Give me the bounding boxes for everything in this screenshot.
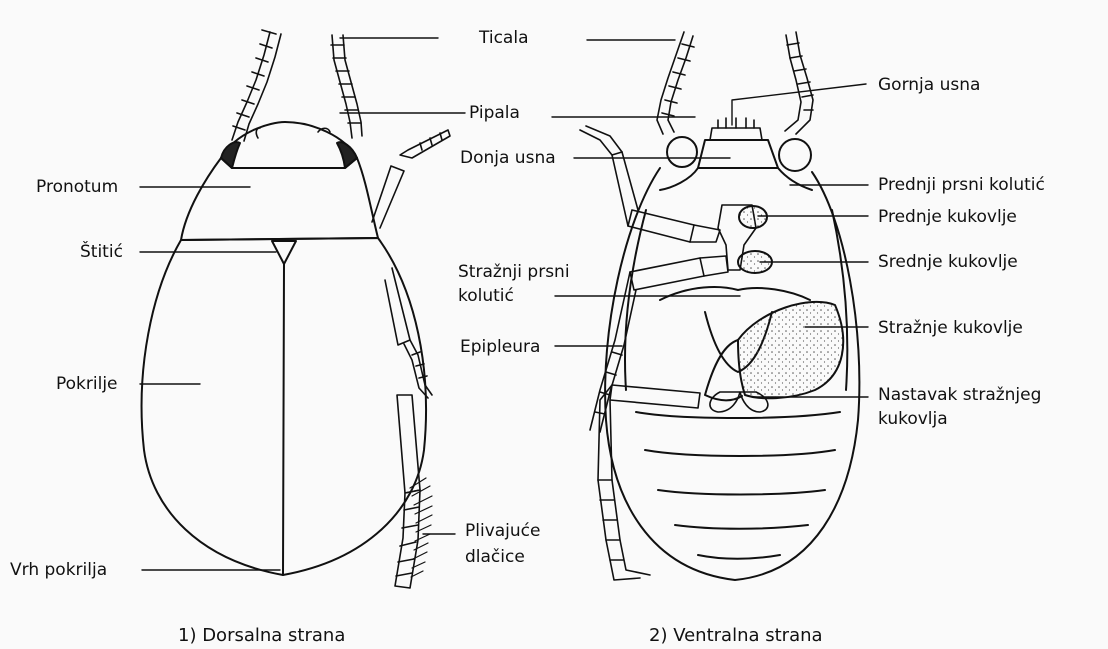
label-pokrilje: Pokrilje xyxy=(56,373,118,395)
label-plivajuce-1: Plivajuće xyxy=(465,520,540,542)
label-nastavak-2: kukovlja xyxy=(878,408,948,430)
label-prednje-kukovlje: Prednje kukovlje xyxy=(878,206,1017,228)
hind-coxa xyxy=(738,302,843,398)
ventral-antenna-right xyxy=(785,32,813,134)
caption-ventral: 2) Ventralna strana xyxy=(649,625,823,646)
label-nastavak-1: Nastavak stražnjeg xyxy=(878,384,1041,406)
ventral-eye-left xyxy=(667,137,697,167)
dorsal-leg-front xyxy=(372,130,450,228)
label-gornja-usna: Gornja usna xyxy=(878,74,980,96)
dorsal-antenna-left xyxy=(232,30,281,141)
label-straznje-kukovlje: Stražnje kukovlje xyxy=(878,317,1023,339)
dorsal-elytra-suture xyxy=(283,264,284,575)
label-donja-usna: Donja usna xyxy=(460,147,556,169)
swimming-hairs xyxy=(410,478,432,577)
label-ticala: Ticala xyxy=(479,27,529,49)
ventral-labrum xyxy=(710,128,762,140)
label-vrh-pokrilja: Vrh pokrilja xyxy=(10,559,107,581)
ventral-beetle xyxy=(580,32,859,580)
label-plivajuce-2: dlačice xyxy=(465,546,525,568)
front-coxa xyxy=(739,206,767,228)
dorsal-eye-right xyxy=(337,142,357,168)
label-pronotum: Pronotum xyxy=(36,176,118,198)
caption-dorsal: 1) Dorsalna strana xyxy=(178,625,345,646)
label-stitic: Štitić xyxy=(80,241,123,263)
dorsal-antenna-right xyxy=(331,35,362,138)
label-pipala: Pipala xyxy=(469,102,520,124)
label-straznji-prsni-2: kolutić xyxy=(458,285,514,307)
dorsal-eye-left xyxy=(221,142,240,168)
label-epipleura: Epipleura xyxy=(460,336,540,358)
ventral-labium xyxy=(698,140,778,168)
label-straznji-prsni-1: Stražnji prsni xyxy=(458,261,570,283)
ventral-antenna-left xyxy=(657,32,694,134)
ventral-eye-right xyxy=(779,139,811,171)
label-srednje-kukovlje: Srednje kukovlje xyxy=(878,251,1018,273)
metasternum xyxy=(660,287,810,300)
label-prednji-prsni-kolutic: Prednji prsni kolutić xyxy=(878,174,1045,196)
dorsal-pronotum xyxy=(181,158,378,240)
